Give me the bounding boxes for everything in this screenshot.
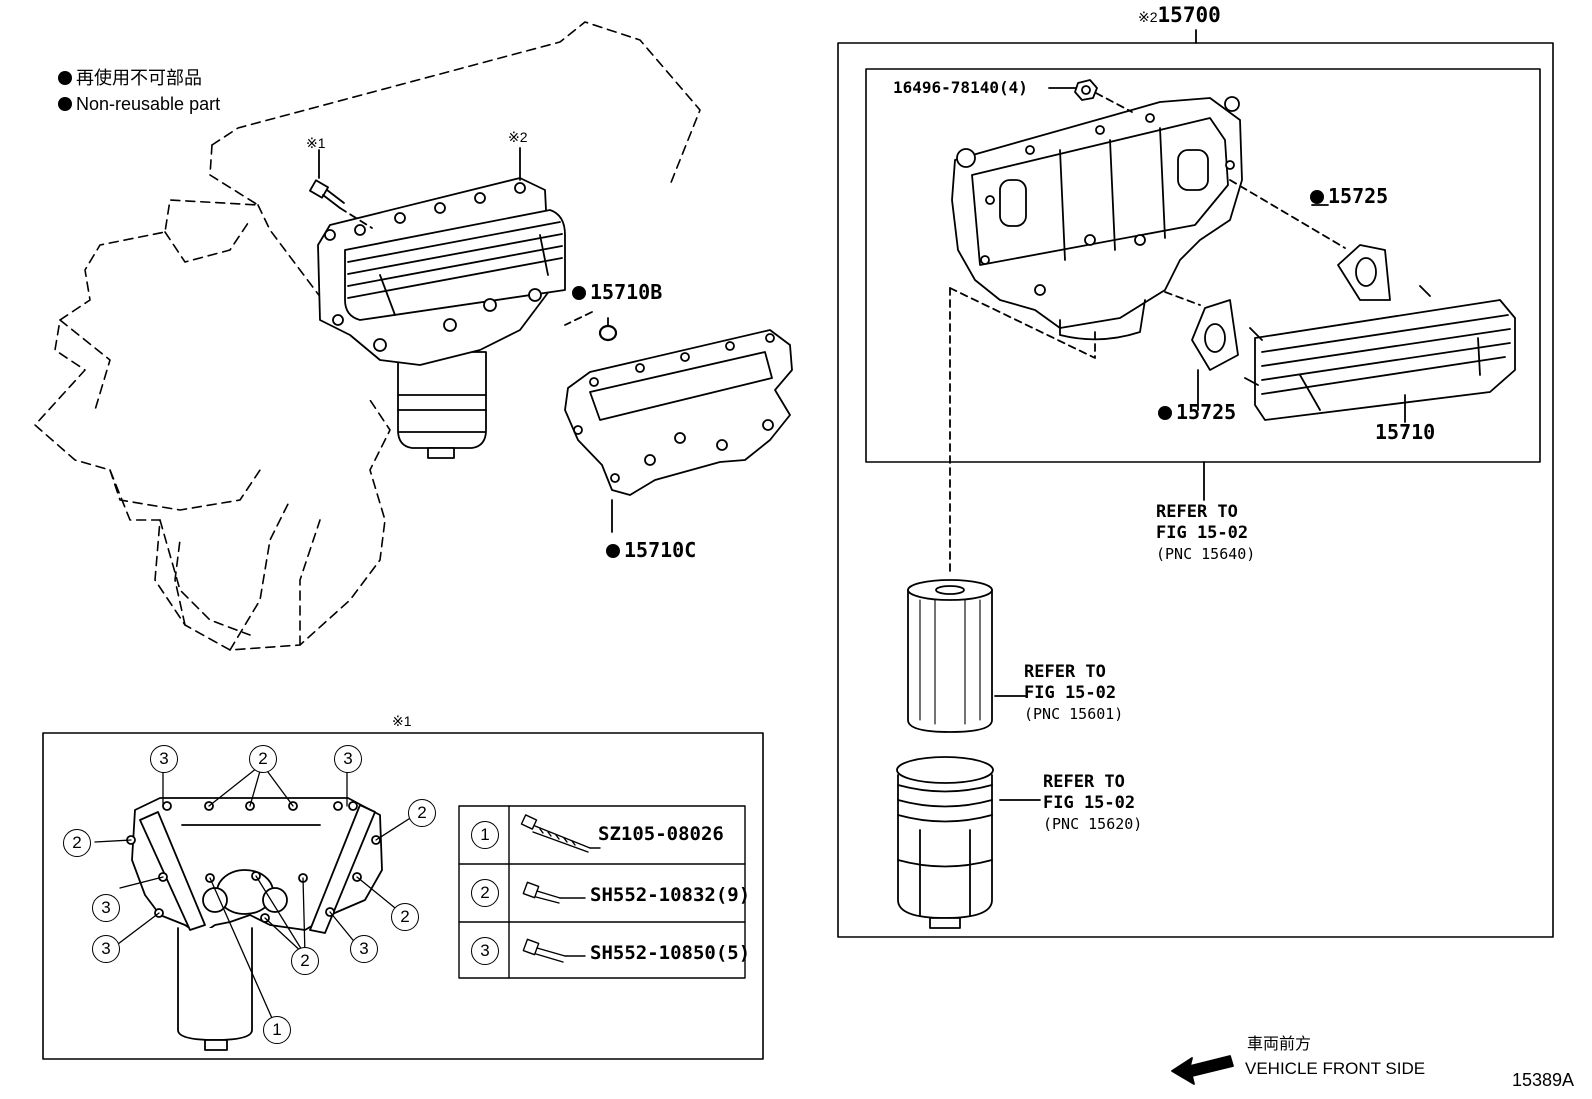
part-15710: 15710: [1375, 420, 1436, 444]
non-reusable-dot-icon: [572, 286, 586, 300]
detail-title: ※1: [392, 713, 412, 729]
callout-2-right-top: 2: [408, 799, 436, 827]
direction-en: VEHICLE FRONT SIDE: [1245, 1059, 1426, 1078]
gasket-15725-upper-icon: [1337, 244, 1391, 301]
bolt-row-1-num: 1: [471, 821, 499, 849]
detail-housing-icon: [131, 797, 383, 1051]
direction-jp: 車両前方: [1247, 1036, 1312, 1053]
bolt-row-2-num: 2: [471, 879, 499, 907]
engine-outline: [34, 21, 701, 651]
legend-dot-icon: [58, 97, 72, 111]
assembly-15700-inner-frame: [865, 68, 1541, 463]
legend-non-reusable-jp: 再使用不可部品: [58, 69, 202, 87]
ref-mark-1: ※1: [306, 135, 326, 151]
non-reusable-dot-icon: [1310, 190, 1324, 204]
non-reusable-dot-icon: [1158, 406, 1172, 420]
gasket-15710c-icon: [564, 329, 793, 496]
bolt-row-3-num: 3: [471, 937, 499, 965]
callout-3-top-right: 3: [334, 745, 362, 773]
figure-id: 15389A: [1512, 1070, 1575, 1090]
cooler-housing-icon: [951, 96, 1243, 341]
bolt-icon: [309, 179, 373, 229]
callout-1-bottom: 1: [263, 1016, 291, 1044]
callout-3-left-low: 3: [92, 935, 120, 963]
legend-dot-icon: [58, 71, 72, 85]
bolt-row-1-part: SZ105-08026: [598, 823, 724, 845]
filter-housing-icon: [896, 756, 994, 929]
gasket-15725-lower-icon: [1191, 299, 1239, 371]
bolt-16496-icon: [1074, 79, 1098, 101]
oring-icon: [598, 324, 618, 342]
callout-2-left: 2: [63, 829, 91, 857]
part-15725-lower: 15725: [1158, 402, 1236, 422]
callout-2-top-mid: 2: [249, 745, 277, 773]
assembly-15700-label: ※215700: [1138, 3, 1221, 27]
bolt-table-icons: [520, 814, 601, 963]
bolt-row-2-part: SH552-10832(9): [590, 884, 751, 906]
part-15725-upper: 15725: [1310, 186, 1388, 206]
detail-frame: [42, 732, 764, 1060]
filter-element-icon: [907, 579, 993, 733]
callout-2-bottom: 2: [291, 947, 319, 975]
part-15710c: 15710C: [606, 540, 696, 560]
front-direction-arrow-icon: [1171, 1055, 1234, 1085]
callout-3-left-mid: 3: [92, 894, 120, 922]
non-reusable-dot-icon: [606, 544, 620, 558]
part-16496-78140: 16496-78140(4): [893, 78, 1028, 97]
bolt-table: [458, 805, 746, 979]
part-15710b: 15710B: [572, 282, 662, 302]
bolt-row-3-part: SH552-10850(5): [590, 942, 751, 964]
callout-3-top-left: 3: [150, 745, 178, 773]
left-cooler-assembly: [317, 177, 566, 459]
ref-mark-2: ※2: [508, 129, 528, 145]
cooler-15710-icon: [1244, 285, 1516, 421]
callout-3-right-low: 3: [350, 935, 378, 963]
callout-2-right-mid: 2: [391, 903, 419, 931]
legend-non-reusable-en: Non-reusable part: [58, 95, 220, 113]
